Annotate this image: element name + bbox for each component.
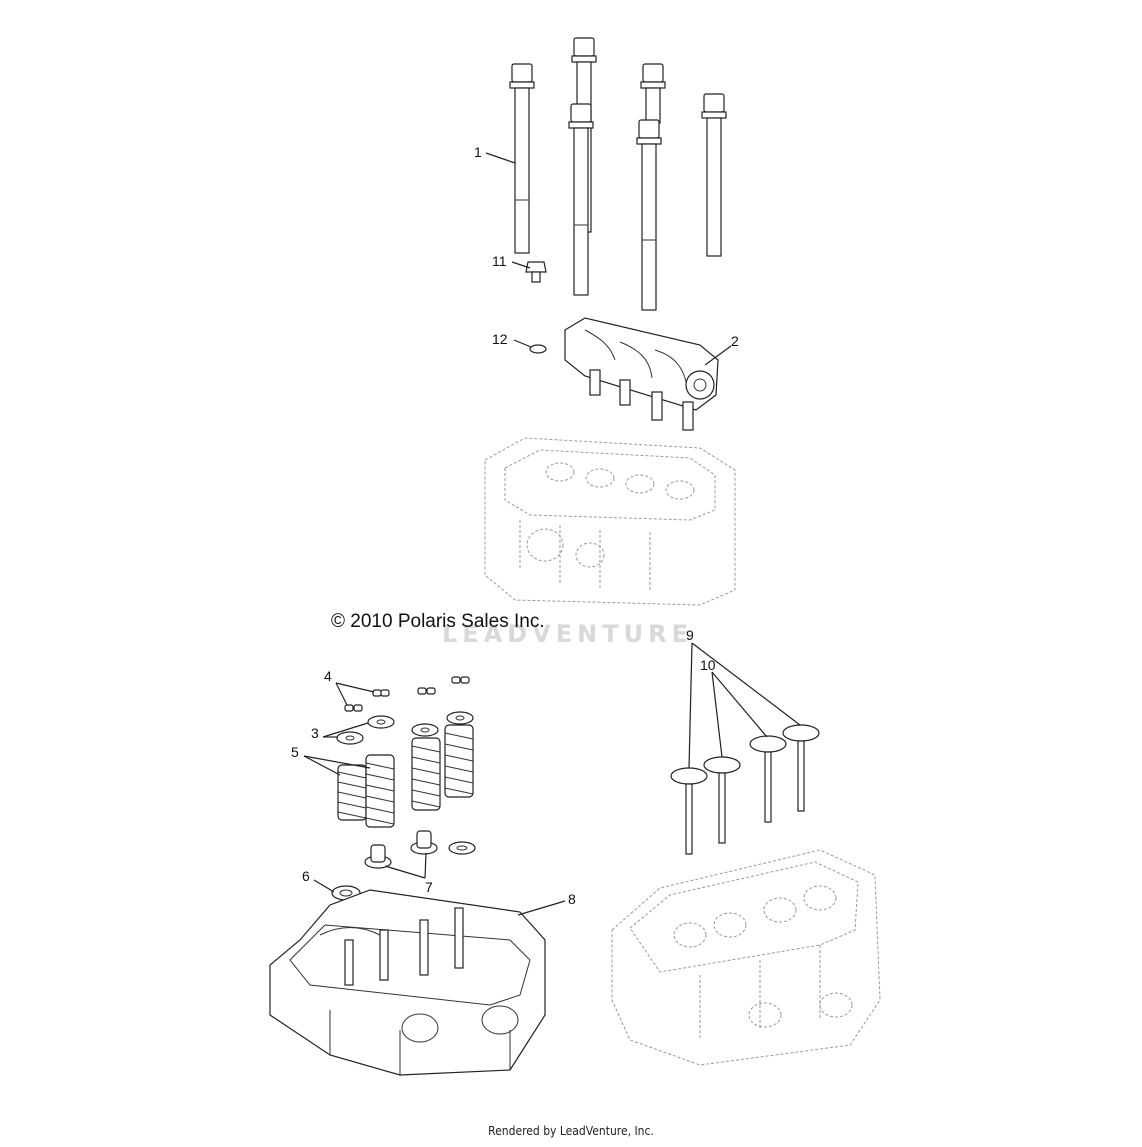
flange-bolt — [525, 261, 547, 283]
callout-10: 10 — [700, 657, 716, 673]
head-bolt — [509, 63, 535, 254]
valve-keepers — [344, 676, 470, 712]
valves — [670, 724, 820, 855]
callout-8: 8 — [568, 891, 576, 907]
cylinder-head-ghost-upper — [484, 437, 736, 606]
washer — [529, 344, 547, 354]
cylinder-head — [269, 889, 546, 1076]
callout-7: 7 — [425, 879, 433, 895]
leader-lines — [303, 152, 801, 916]
callout-11: 11 — [492, 253, 507, 269]
callout-4: 4 — [324, 668, 332, 684]
callout-9: 9 — [686, 627, 694, 643]
callout-3: 3 — [311, 725, 319, 741]
rocker-arm-assembly — [564, 317, 719, 431]
valve-springs — [337, 724, 474, 828]
head-bolts — [509, 37, 727, 311]
callout-1: 1 — [474, 144, 482, 160]
watermark: LEADVENTURE — [442, 620, 693, 648]
callout-6: 6 — [302, 868, 310, 884]
callout-5: 5 — [291, 744, 299, 760]
footer-text: Rendered by LeadVenture, Inc. — [488, 1124, 654, 1138]
callout-12: 12 — [492, 331, 508, 347]
head-bolt — [568, 103, 594, 296]
head-bolt — [701, 93, 727, 257]
head-bolt — [640, 63, 666, 124]
callouts: 1 2 3 4 5 6 7 8 9 10 11 12 — [291, 144, 739, 907]
callout-2: 2 — [731, 333, 739, 349]
valve-stem-seals — [364, 830, 476, 869]
head-bolt — [636, 119, 662, 311]
cylinder-head-ghost-lower — [611, 849, 881, 1066]
spring-retainers — [336, 711, 474, 745]
copyright-text: © 2010 Polaris Sales Inc. — [331, 611, 545, 632]
